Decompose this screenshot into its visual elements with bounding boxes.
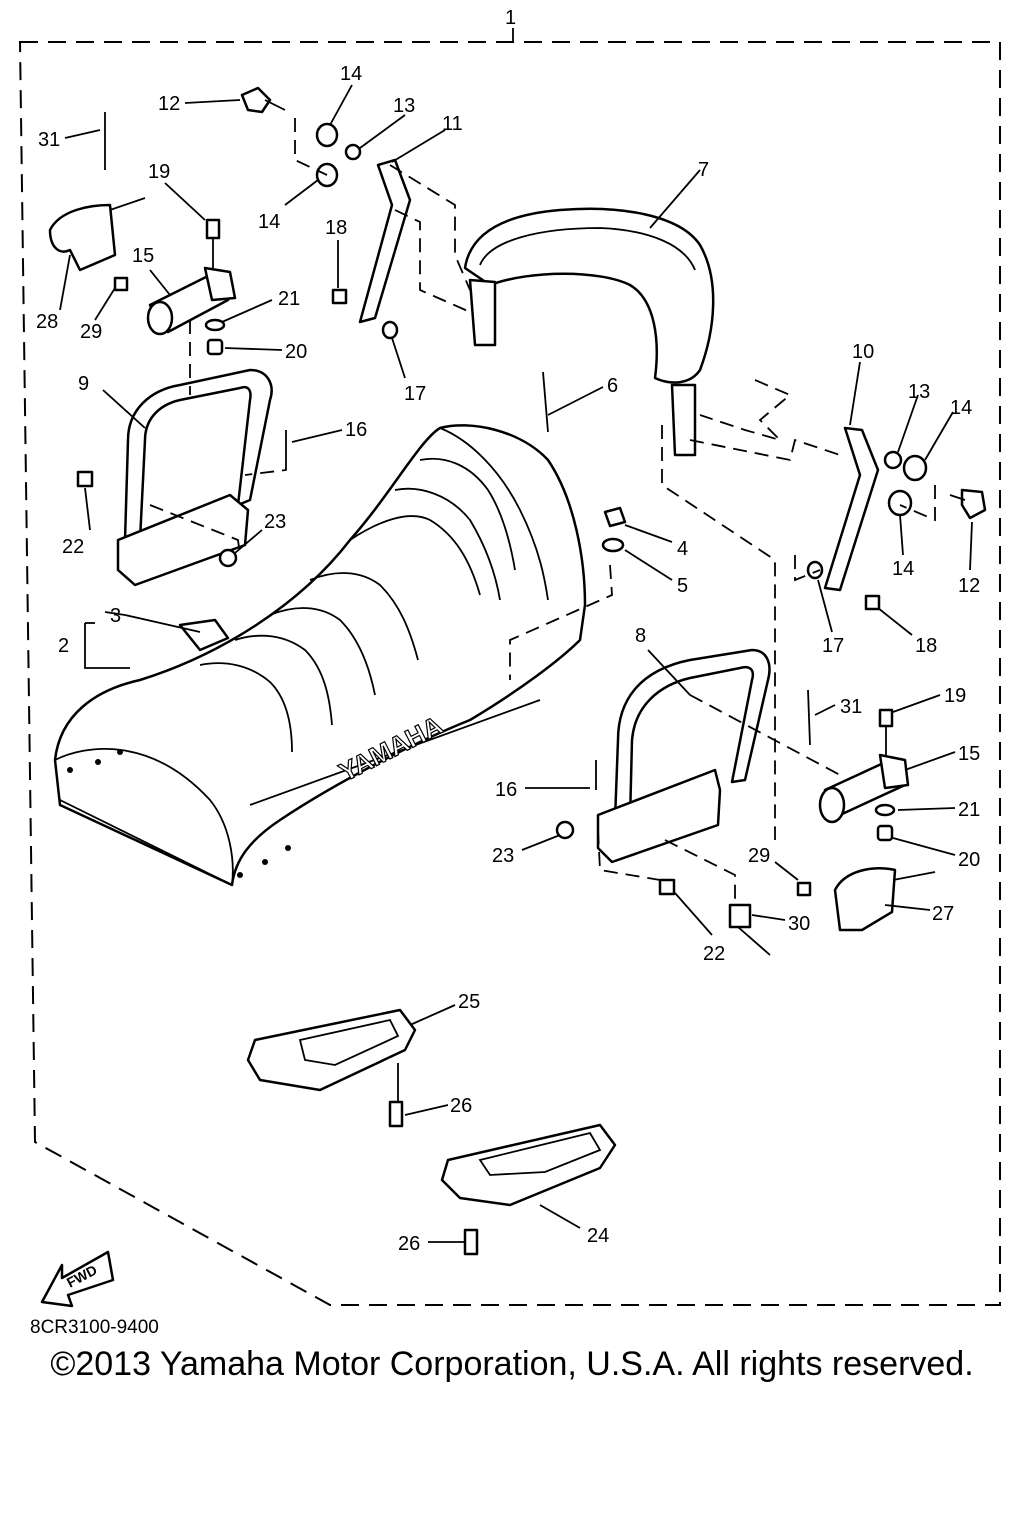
hardware-left-top <box>104 86 362 188</box>
callout-31-left: 31 <box>38 129 60 151</box>
step-upper <box>246 1008 417 1128</box>
callout-3: 3 <box>110 605 121 627</box>
callout-1: 1 <box>505 7 516 29</box>
callout-9: 9 <box>78 373 89 395</box>
connector-cover-right <box>833 866 897 932</box>
callout-23-left: 23 <box>264 511 286 533</box>
handle-frame-left <box>116 368 273 587</box>
callout-30: 30 <box>788 913 810 935</box>
callout-8: 8 <box>635 625 646 647</box>
callout-21-right: 21 <box>958 799 980 821</box>
callout-10: 10 <box>852 341 874 363</box>
grip-right <box>818 753 910 824</box>
callout-14-right: 14 <box>892 558 914 580</box>
callout-16-left: 16 <box>345 419 367 441</box>
bracket-right <box>823 426 880 592</box>
forward-arrow: FWD <box>40 1250 115 1308</box>
callout-6: 6 <box>607 375 618 397</box>
callout-14-left: 14 <box>258 211 280 233</box>
callout-13-left: 13 <box>393 95 415 117</box>
callout-5: 5 <box>677 575 688 597</box>
callout-numbers: 1 12 14 13 11 31 19 7 14 18 15 21 28 29 … <box>36 7 980 1255</box>
callout-13-right: 13 <box>908 381 930 403</box>
assembly-boundary <box>18 41 1001 1306</box>
grip-left <box>146 266 237 336</box>
backrest <box>463 207 715 457</box>
callout-27: 27 <box>932 903 954 925</box>
callout-15-left: 15 <box>132 245 154 267</box>
bracket-left <box>358 158 412 324</box>
callout-29-left: 29 <box>80 321 102 343</box>
connector-cover-left <box>48 203 117 272</box>
callout-28: 28 <box>36 311 58 333</box>
callout-19-right: 19 <box>944 685 966 707</box>
assembly-leaders <box>149 118 936 900</box>
callout-20-right: 20 <box>958 849 980 871</box>
callout-17-left: 17 <box>404 383 426 405</box>
callout-15-right: 15 <box>958 743 980 765</box>
callout-14-top: 14 <box>340 63 362 85</box>
step-lower <box>440 1123 617 1256</box>
fasteners <box>76 218 896 956</box>
callout-29-right: 29 <box>748 845 770 867</box>
callout-2: 2 <box>58 635 69 657</box>
callout-25: 25 <box>458 991 480 1013</box>
callout-22-right: 22 <box>703 943 725 965</box>
callout-leaders <box>59 28 973 1243</box>
callout-16-right: 16 <box>495 779 517 801</box>
copyright-notice: ©2013 Yamaha Motor Corporation, U.S.A. A… <box>50 1345 974 1383</box>
callout-18-left: 18 <box>325 217 347 239</box>
callout-12-right: 12 <box>958 575 980 597</box>
callout-18-right: 18 <box>915 635 937 657</box>
handle-frame-right <box>596 648 771 864</box>
callout-19-left: 19 <box>148 161 170 183</box>
callout-26-upper: 26 <box>450 1095 472 1117</box>
callout-17-right: 17 <box>822 635 844 657</box>
callout-20-left: 20 <box>285 341 307 363</box>
callout-11: 11 <box>442 113 463 135</box>
callout-21-left: 21 <box>278 288 300 310</box>
callout-4: 4 <box>677 538 688 560</box>
callout-31-right: 31 <box>840 696 862 718</box>
callout-23-right: 23 <box>492 845 514 867</box>
callout-22-left: 22 <box>62 536 84 558</box>
callout-12-left: 12 <box>158 93 180 115</box>
callout-7: 7 <box>698 159 709 181</box>
hardware-right-top <box>883 450 987 520</box>
callout-26-lower: 26 <box>398 1233 420 1255</box>
callout-24: 24 <box>587 1225 609 1247</box>
drawing-code: 8CR3100-9400 <box>30 1317 159 1338</box>
callout-14-right-top: 14 <box>950 397 972 419</box>
